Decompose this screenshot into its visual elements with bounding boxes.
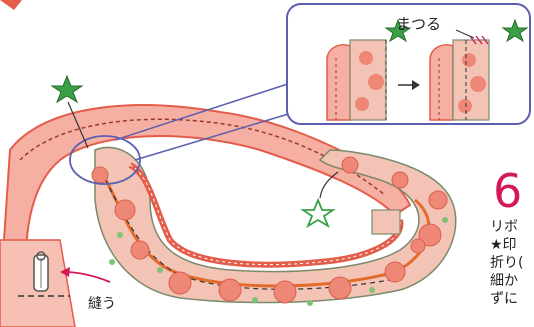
inset-step-after: [430, 36, 489, 120]
star-icon: [52, 76, 82, 102]
label-matsuru: まつる: [396, 13, 441, 34]
zipper-pull: [34, 252, 48, 291]
inset-step-before: [327, 40, 386, 120]
instruction-line: 細か: [490, 272, 534, 290]
instruction-line: リボ: [490, 218, 534, 236]
step-number: 6: [493, 168, 522, 214]
star-outline-icon: [303, 200, 333, 226]
corner-fragment: [0, 0, 22, 10]
fabric-flap: [372, 210, 400, 234]
label-nuu: 縫う: [88, 293, 116, 313]
instruction-line: 折り(: [490, 254, 534, 272]
sew-arrow: [64, 272, 110, 282]
instruction-line: ★印: [490, 236, 534, 254]
instruction-line: ずに: [490, 290, 534, 308]
instruction-text: リボ ★印 折り( 細か ずに: [490, 218, 534, 308]
